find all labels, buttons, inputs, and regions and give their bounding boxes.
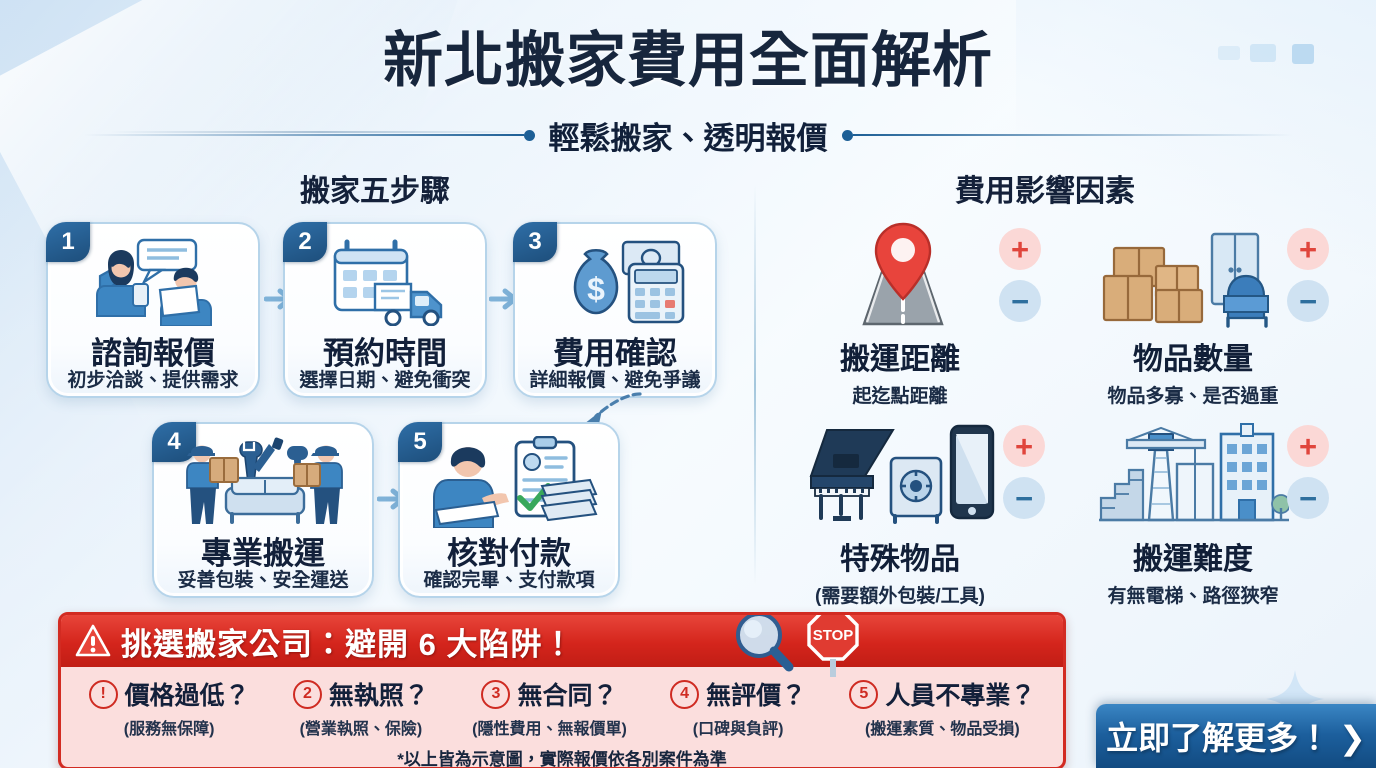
background-hairline [110,131,530,133]
disclaimer-footnote: *以上皆為示意圖，實際報價依各別案件為準 [397,750,727,768]
step-title-3: 費用確認 [553,336,677,371]
pitfall-label: 無評價？ [706,682,807,710]
subtitle-rule-right [852,134,1293,136]
pitfall-number: ! [88,679,118,709]
factor-desc-4: 有無電梯、路徑狹窄 [1107,586,1279,607]
factor-card-3[interactable]: 特殊物品 (需要額外包裝/工具) [790,418,1010,608]
step-card-1[interactable]: 1 諮詢報價 初步洽談、提供需求 [46,222,260,398]
warning-panel: 挑選搬家公司：避開 6 大陷阱！ STOP ! 價格過低？ (服務無保障) [58,612,1066,768]
factor-adjusters-4: + − [1287,425,1329,519]
crane-building-stairs-icon [1078,418,1308,528]
warning-banner-text: 挑選搬家公司：避開 6 大陷阱！ [121,626,575,662]
pitfall-number: 3 [481,679,511,709]
factor-desc-1: 起迄點距離 [852,386,948,407]
subtitle-dot-left [523,129,535,141]
step-arrow-3-4 [566,388,646,432]
steps-heading: 搬家五步驟 [300,175,450,208]
pitfall-label: 人員不專業？ [885,682,1036,710]
step-card-2[interactable]: 2 預約時間 選擇日期、避免衝突 [283,222,487,398]
page-subtitle: 輕鬆搬家、透明報價 [548,120,828,156]
pitfall-sub: (搬運素質、物品受損) [865,721,1020,738]
step-title-4: 專業搬運 [201,536,325,571]
decor-square-2 [1292,44,1314,64]
factor-adjusters-1: + − [999,228,1041,322]
pitfall-number: 4 [670,679,700,709]
step-title-1: 諮詢報價 [91,336,215,371]
plus-badge-1[interactable]: + [999,228,1041,270]
step-desc-5: 確認完畢、支付款項 [423,570,595,591]
decor-square-1 [1250,44,1276,62]
boxes-furniture-icon [1078,218,1308,328]
pitfall-sub: (服務無保障) [123,721,215,738]
subtitle-dot-right [841,129,853,141]
factor-card-1[interactable]: 搬運距離 起迄點距離 [790,218,1010,408]
pitfall-item[interactable]: 4 無評價？ (口碑與負評) [648,676,827,739]
step-desc-3: 詳細報價、避免爭議 [529,370,701,391]
pitfall-item[interactable]: ! 價格過低？ (服務無保障) [67,676,271,739]
pitfall-item[interactable]: 2 無執照？ (營業執照、保險) [271,676,450,739]
step-badge-3: 3 [513,222,557,262]
step-badge-5: 5 [398,422,442,462]
factors-heading: 費用影響因素 [955,175,1135,208]
step-badge-4: 4 [152,422,196,462]
pitfall-label: 無合同？ [517,682,618,710]
calendar-truck-icon [285,236,485,328]
column-divider [754,185,756,585]
map-pin-road-icon [790,218,1010,328]
pitfall-number: 5 [849,679,879,709]
warning-triangle-icon [75,624,111,657]
step-card-5[interactable]: 5 [398,422,620,598]
factor-title-1: 搬運距離 [840,343,960,376]
step-badge-2: 2 [283,222,327,262]
money-calculator-icon: $ [515,236,715,328]
step-desc-1: 初步洽談、提供需求 [67,370,239,391]
warning-banner: 挑選搬家公司：避開 6 大陷阱！ STOP [61,615,1063,677]
pitfall-label: 無執照？ [328,682,429,710]
subtitle-row: 輕鬆搬家、透明報價 [0,112,1376,158]
pitfall-item[interactable]: 5 人員不專業？ (搬運素質、物品受損) [828,676,1057,739]
consultation-chat-icon [48,236,258,328]
plus-badge-4[interactable]: + [1287,425,1329,467]
factor-title-2: 物品數量 [1133,343,1253,376]
checklist-payment-icon [400,436,618,528]
pitfall-item[interactable]: 3 無合同？ (隱性費用、無報價單) [451,676,649,739]
step-desc-4: 妥善包裝、安全運送 [177,570,349,591]
pitfall-number: 2 [292,679,322,709]
decor-square-3 [1218,46,1240,60]
plus-badge-3[interactable]: + [1003,425,1045,467]
stop-sign-label: STOP [813,627,854,644]
pitfall-label: 價格過低？ [124,682,250,710]
factor-adjusters-3: + − [1003,425,1045,519]
factor-desc-3: (需要額外包裝/工具) [815,586,985,607]
plus-badge-2[interactable]: + [1287,228,1329,270]
step-desc-2: 選擇日期、避免衝突 [299,370,471,391]
factor-adjusters-2: + − [1287,228,1329,322]
minus-badge-1[interactable]: − [999,280,1041,322]
factor-desc-2: 物品多寡、是否過重 [1107,386,1279,407]
piano-safe-phone-icon [790,418,1010,528]
page-title: 新北搬家費用全面解析 [383,27,993,94]
factor-card-4[interactable]: 搬運難度 有無電梯、路徑狹窄 [1078,418,1308,608]
movers-sofa-icon [154,436,372,528]
pitfall-sub: (口碑與負評) [692,721,784,738]
step-title-5: 核對付款 [447,536,571,571]
svg-text:$: $ [587,271,605,307]
subtitle-rule-left [83,134,524,136]
pitfall-sub: (隱性費用、無報價單) [472,721,627,738]
cta-label: 立即了解更多！ ❯ [1106,720,1366,756]
minus-badge-3[interactable]: − [1003,477,1045,519]
warning-decorative-tools: STOP [723,615,863,677]
pitfall-sub: (營業執照、保險) [299,721,423,738]
step-title-2: 預約時間 [323,336,447,371]
factor-card-2[interactable]: 物品數量 物品多寡、是否過重 [1078,218,1308,408]
minus-badge-2[interactable]: − [1287,280,1329,322]
step-card-4[interactable]: 4 [152,422,374,598]
factor-title-3: 特殊物品 [840,543,960,576]
pitfall-list: ! 價格過低？ (服務無保障) 2 無執照？ (營業執照、保險) 3 無合同？ … [61,667,1063,739]
minus-badge-4[interactable]: − [1287,477,1329,519]
step-card-3[interactable]: 3 $ 費用確認 詳細報價、避免爭議 [513,222,717,398]
cta-button[interactable]: 立即了解更多！ ❯ [1096,704,1376,768]
factor-title-4: 搬運難度 [1133,543,1253,576]
step-badge-1: 1 [46,222,90,262]
